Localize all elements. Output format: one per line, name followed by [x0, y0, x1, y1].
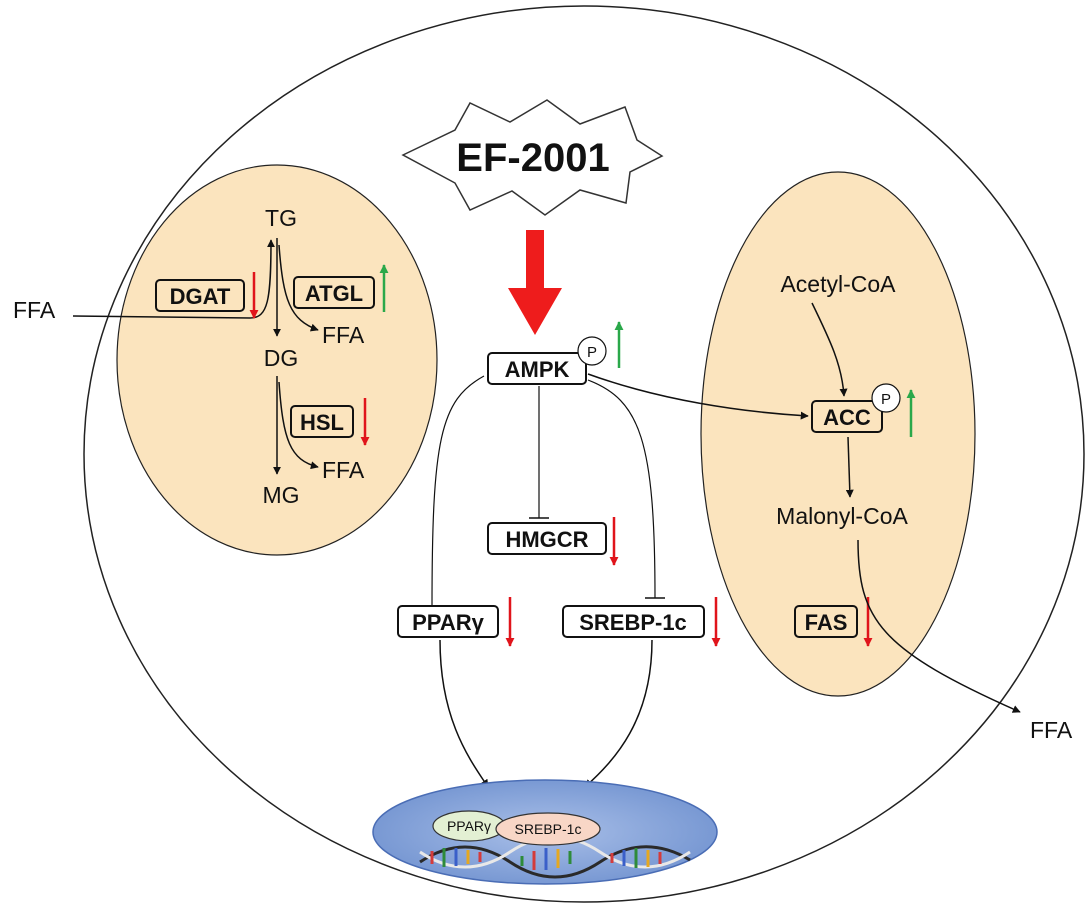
atgl-box — [293, 276, 375, 309]
pparg-to-nucleus-arrow — [439, 639, 489, 788]
main-activation-arrow — [508, 230, 562, 335]
hsl-box — [290, 405, 354, 438]
ampk-phospho-circle — [577, 336, 607, 366]
mg-label: MG — [262, 482, 299, 508]
tg-label: TG — [265, 205, 297, 231]
acc-to-malonyl-arrow — [845, 436, 854, 498]
fas-box — [794, 605, 858, 638]
compound-starburst — [401, 99, 664, 216]
pparg-box — [397, 605, 499, 638]
hsl-label: HSL — [300, 410, 344, 435]
ampk-label: AMPK — [505, 357, 570, 382]
left-compartment — [116, 164, 438, 556]
ffa-external-label: FFA — [13, 297, 56, 323]
ffa-out-label: FFA — [1030, 717, 1073, 743]
ampk-inhibits-pparg — [431, 375, 485, 609]
nucleus-pparg-label: PPARγ — [447, 818, 491, 834]
dg-to-ffa-arrow — [278, 381, 319, 470]
nucleus-srebp-label: SREBP-1c — [515, 821, 582, 837]
acc-phospho-circle — [871, 383, 901, 413]
dg-label: DG — [264, 345, 299, 371]
right-compartment — [700, 171, 976, 697]
hmgcr-box — [487, 522, 607, 555]
acetyl-coa-label: Acetyl-CoA — [780, 271, 896, 297]
hmgcr-label: HMGCR — [505, 527, 588, 552]
ampk-phospho-label: P — [587, 344, 597, 361]
tg-to-ffa-arrow — [278, 244, 319, 332]
acc-label: ACC — [823, 405, 871, 430]
cell-membrane — [83, 5, 1085, 903]
dgat-box — [155, 279, 245, 312]
dna-helix-icon — [419, 835, 691, 879]
atgl-label: ATGL — [305, 281, 363, 306]
ampk-box — [487, 352, 587, 385]
malonyl-coa-label: Malonyl-CoA — [776, 503, 908, 529]
ampk-to-acc-arrow — [587, 373, 809, 420]
acetyl-coa-to-acc-arrow — [811, 302, 848, 397]
ffa-atgl-label: FFA — [322, 322, 365, 348]
ampk-inhibits-srebp — [587, 379, 656, 599]
acc-phospho-label: P — [881, 391, 891, 408]
srebp-box — [562, 605, 705, 638]
dgat-label: DGAT — [170, 284, 231, 309]
compound-label: EF-2001 — [456, 136, 609, 180]
nucleus-srebp-oval — [495, 812, 601, 846]
acc-box — [811, 400, 883, 433]
srebp-to-nucleus-arrow — [584, 639, 653, 788]
ffa-hsl-label: FFA — [322, 457, 365, 483]
pparg-label: PPARγ — [412, 610, 484, 635]
fas-label: FAS — [805, 610, 848, 635]
srebp-label: SREBP-1c — [579, 610, 687, 635]
malonyl-to-ffa-arrow — [857, 539, 1021, 713]
